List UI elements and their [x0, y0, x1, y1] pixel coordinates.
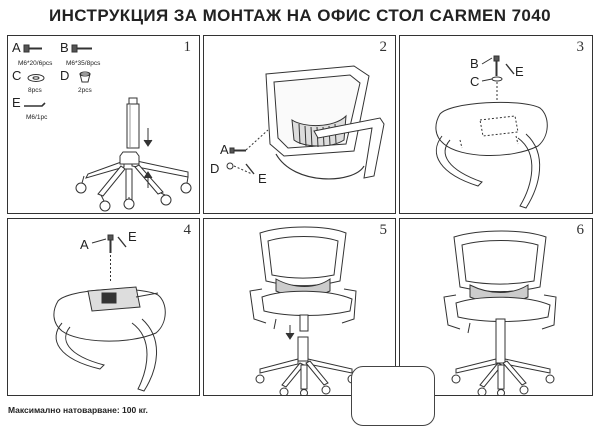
- seat-mechanism-drawing: [435, 55, 548, 209]
- star-base-icon: [85, 151, 189, 207]
- finished-chair-drawing: [443, 230, 557, 395]
- armrest-icon: [435, 133, 541, 209]
- cap-d-icon: [79, 71, 91, 83]
- step-number: 5: [379, 222, 388, 238]
- bolt-a-icon: [23, 44, 42, 53]
- step-number: 3: [576, 39, 585, 55]
- armrest-icon: [249, 288, 267, 324]
- washer-icon: [491, 76, 503, 82]
- backrest-drawing: [226, 65, 385, 180]
- bolt-icon: [229, 147, 246, 154]
- allen-key-icon: [117, 236, 127, 248]
- bolt-icon: [493, 55, 500, 62]
- part-b-letter: B: [60, 40, 69, 55]
- seat-icon: [435, 101, 548, 157]
- mechanism-plate-icon: [87, 286, 159, 312]
- armrest-icon: [313, 117, 385, 179]
- mechanism-drawing: [53, 234, 166, 392]
- part-e-letter: E: [12, 95, 21, 110]
- step-6-panel: 6: [399, 218, 593, 396]
- step-number: 1: [183, 39, 192, 55]
- bolt-b-icon: [71, 44, 92, 53]
- part-b-spec: M6*35/8pcs: [66, 60, 101, 67]
- label-e: E: [128, 229, 137, 244]
- backrest-icon: [259, 226, 347, 286]
- caster-icon: [255, 374, 357, 395]
- bolt-icon: [107, 234, 114, 241]
- part-e-spec: M6/1pc: [26, 114, 48, 121]
- part-a-letter: A: [12, 40, 21, 55]
- step-number: 2: [379, 39, 388, 55]
- armrest-icon: [443, 294, 461, 330]
- label-c: C: [470, 74, 480, 89]
- allen-key-e-icon: [24, 102, 46, 107]
- step-3-panel: 3 B C E: [399, 35, 593, 214]
- label-box: [351, 366, 435, 426]
- part-c-spec: 8pcs: [28, 87, 42, 94]
- seat-icon: [455, 296, 551, 322]
- label-a: A: [80, 237, 89, 252]
- allen-key-icon: [245, 163, 255, 175]
- washer-c-icon: [27, 74, 45, 82]
- star-base-icon: [259, 336, 353, 390]
- label-e: E: [258, 171, 267, 186]
- max-load-note: Максимално натоварване: 100 кг.: [8, 405, 148, 415]
- gas-lift-icon: [126, 97, 140, 149]
- step-number: 6: [576, 222, 585, 238]
- label-b: B: [470, 56, 479, 71]
- part-a-spec: M6*20/6pcs: [18, 60, 53, 67]
- page-title: ИНСТРУКЦИЯ ЗА МОНТАЖ НА ОФИС СТОЛ CARMEN…: [48, 6, 551, 25]
- washer-icon: [226, 162, 234, 170]
- base-assembly-drawing: [23, 44, 192, 212]
- star-base-icon: [455, 318, 551, 390]
- seat-icon: [261, 290, 353, 316]
- label-a: A: [220, 142, 229, 157]
- part-c-letter: C: [12, 68, 22, 83]
- part-d-letter: D: [60, 68, 70, 83]
- label-e: E: [515, 64, 524, 79]
- chair-insert-drawing: [249, 226, 357, 395]
- label-d: D: [210, 161, 220, 176]
- caster-icon: [451, 374, 555, 395]
- step-2-panel: 2 A D E: [203, 35, 396, 214]
- armrest-icon: [55, 322, 105, 370]
- step-number: 4: [183, 222, 192, 238]
- step-4-panel: 4 A E: [7, 218, 200, 396]
- allen-key-icon: [505, 63, 515, 75]
- step-1-panel: 1 A M6*20/6pcs B M6*35/8pcs C 8pcs D 2pc…: [7, 35, 200, 214]
- gas-lift-icon: [299, 314, 309, 332]
- part-d-spec: 2pcs: [78, 87, 92, 94]
- caster-icon: [75, 175, 192, 212]
